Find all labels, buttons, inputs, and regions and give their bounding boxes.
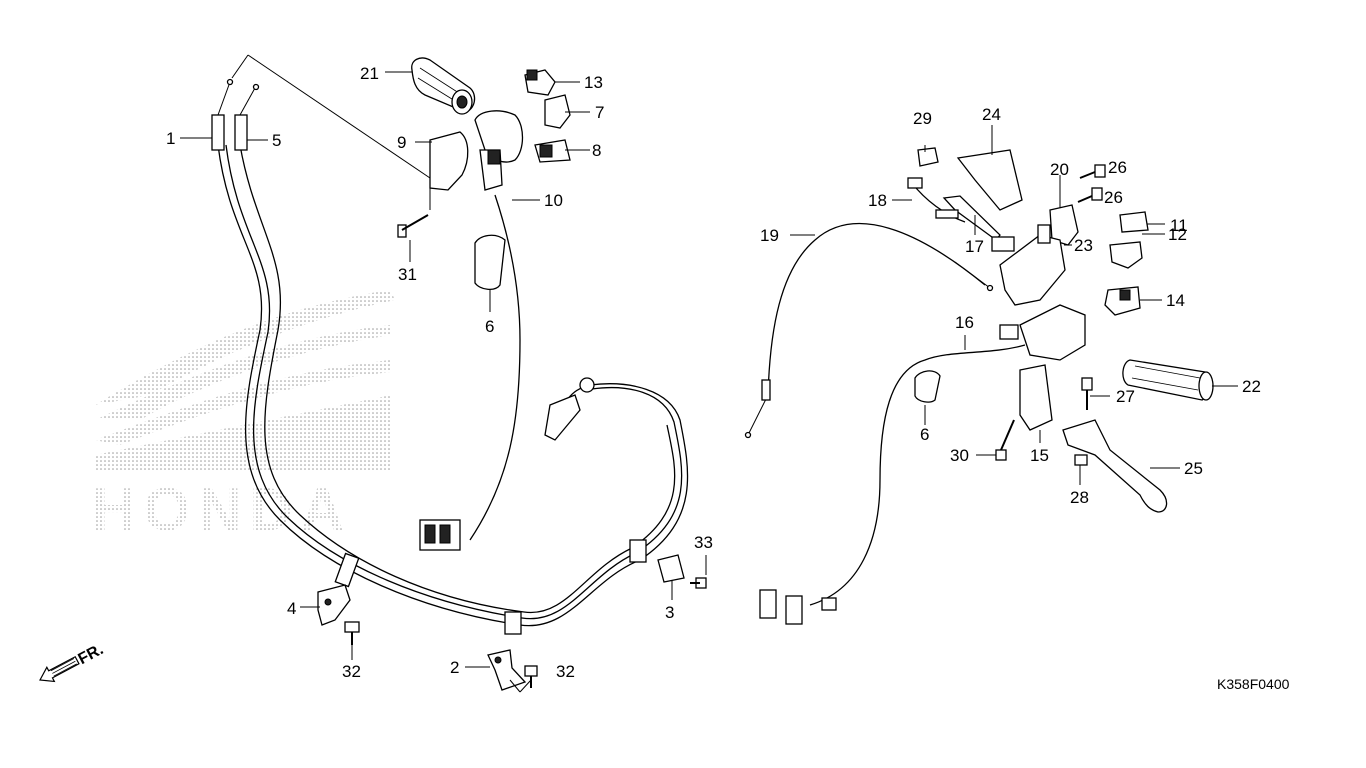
callout-26-top: 26 (1108, 158, 1127, 177)
callout-24: 24 (982, 105, 1001, 124)
part-29 (917, 147, 939, 167)
callout-22: 22 (1242, 377, 1261, 396)
callout-28: 28 (1070, 488, 1089, 507)
throttle-grip (411, 57, 476, 115)
callout-26-bottom: 26 (1104, 188, 1123, 207)
switch-parts-right (524, 69, 571, 163)
callout-5: 5 (272, 131, 281, 150)
right-switch-housing (474, 110, 524, 191)
callout-15: 15 (1030, 446, 1049, 465)
left-grip (1122, 359, 1214, 401)
throttle-cables (211, 54, 689, 635)
callout-20: 20 (1050, 160, 1069, 179)
callout-21: 21 (360, 64, 379, 83)
left-switch-housing (999, 304, 1086, 361)
clamp-20 (1049, 204, 1079, 246)
callout-32-left: 32 (342, 662, 361, 681)
callout-6-right: 6 (920, 425, 929, 444)
bolt-30 (995, 419, 1015, 461)
callout-14: 14 (1166, 291, 1185, 310)
callout-23: 23 (1074, 236, 1093, 255)
left-switch-harness (759, 344, 1026, 625)
callout-27: 27 (1116, 387, 1135, 406)
nut-28 (1074, 454, 1088, 466)
clip-6-left (474, 234, 506, 290)
watermark-text: HONDA (92, 476, 352, 543)
bracket-2 (487, 649, 527, 691)
front-direction-arrow: FR. (39, 641, 107, 683)
callout-17: 17 (965, 237, 984, 256)
direction-label: FR. (76, 641, 107, 668)
callout-29: 29 (913, 109, 932, 128)
callout-6-left: 6 (485, 317, 494, 336)
drawing-code: K358F0400 (1217, 676, 1290, 692)
honda-watermark: HONDA (92, 290, 395, 543)
callout-1: 1 (166, 129, 175, 148)
callout-30: 30 (950, 446, 969, 465)
clip-3 (657, 554, 685, 583)
callout-16: 16 (955, 313, 974, 332)
lever-bracket-23 (991, 224, 1066, 306)
bracket-4 (317, 584, 351, 626)
callout-11: 11 (1170, 216, 1188, 235)
switch-parts-left (1104, 211, 1149, 316)
clutch-lever-25 (1062, 419, 1168, 513)
callout-2: 2 (450, 658, 459, 677)
bolt-33 (690, 577, 707, 589)
switch-wire-18 (907, 177, 966, 223)
callout-19: 19 (760, 226, 779, 245)
callout-18: 18 (868, 191, 887, 210)
callout-4: 4 (287, 599, 296, 618)
bolt-32-left (344, 621, 360, 645)
right-switch-harness (419, 194, 521, 551)
callout-3: 3 (665, 603, 674, 622)
callout-9: 9 (397, 133, 406, 152)
cover-15 (1019, 364, 1053, 431)
clutch-cable (744, 222, 994, 439)
callout-labels: 1 5 21 13 7 8 9 10 31 6 4 32 2 32 3 33 2… (166, 64, 1261, 681)
callout-13: 13 (584, 73, 603, 92)
cover-24 (956, 149, 1023, 211)
callout-31: 31 (398, 265, 417, 284)
callout-32-right: 32 (556, 662, 575, 681)
bolts-26 (1077, 164, 1106, 203)
callout-8: 8 (592, 141, 601, 160)
callout-33: 33 (694, 533, 713, 552)
throttle-cover (429, 131, 469, 210)
callout-10: 10 (544, 191, 563, 210)
callout-7: 7 (595, 103, 604, 122)
bolt-27 (1081, 377, 1093, 410)
leader-lines (180, 71, 1238, 668)
bolt-31 (397, 214, 429, 238)
bolt-32-right (509, 665, 538, 693)
callout-12: 12 (1168, 225, 1187, 244)
callout-25: 25 (1184, 459, 1203, 478)
clip-6-right (914, 370, 941, 403)
